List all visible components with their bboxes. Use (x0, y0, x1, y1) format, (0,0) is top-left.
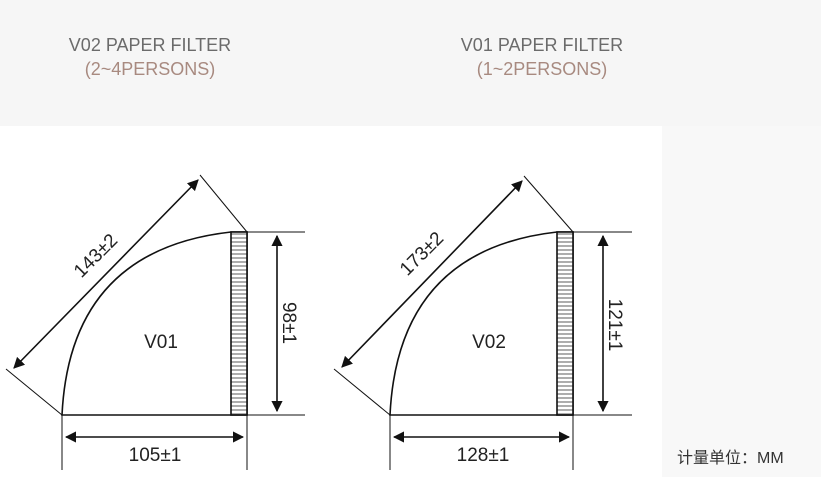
width-label: 128±1 (457, 445, 510, 466)
side-panel (662, 126, 821, 477)
slant-label: 173±2 (396, 228, 448, 280)
filter-capacity: (2~4PERSONS) (84, 59, 216, 79)
slant-arrow (341, 180, 523, 368)
filter-capacity: (1~2PERSONS) (476, 59, 608, 79)
filter-name: V02 PAPER FILTER (68, 35, 232, 55)
model-label: V01 (144, 332, 178, 353)
header-band (0, 0, 821, 126)
slant-arrow (13, 179, 199, 369)
unit-label: 计量单位：MM (677, 450, 784, 467)
filter-name: V01 PAPER FILTER (460, 35, 624, 55)
header-v02: V02 PAPER FILTER (2~4PERSONS) (40, 33, 260, 81)
slant-label: 143±2 (70, 230, 122, 282)
header-v01: V01 PAPER FILTER (1~2PERSONS) (432, 33, 652, 81)
model-label: V02 (472, 332, 506, 353)
crimped-edge (556, 231, 574, 416)
width-label: 105±1 (129, 445, 182, 466)
diagram-v02 (333, 175, 632, 470)
crimped-edge (230, 231, 248, 416)
diagram-v01 (5, 174, 305, 470)
height-label: 98±1 (278, 302, 299, 344)
height-label: 121±1 (604, 299, 625, 352)
